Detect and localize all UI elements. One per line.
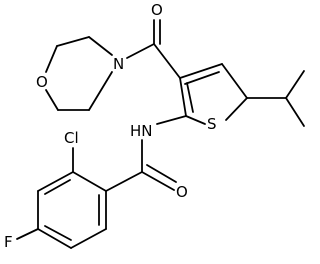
bond-ipr-me2 — [285, 97, 305, 127]
atom-o-morpholine: O — [36, 73, 48, 91]
bond-carbonyl-n — [126, 43, 155, 59]
bond-c2-nh — [156, 115, 187, 125]
bond-carbonyl-c3 — [153, 43, 181, 79]
bond-amidec-ar — [105, 171, 143, 192]
bond-amide-o-1 — [141, 171, 175, 191]
bonds — [16, 19, 305, 249]
bond-ar-c1-c2 — [72, 171, 107, 192]
atom-n-morpholine: N — [113, 55, 124, 73]
bond-morph-c2-o — [45, 45, 58, 73]
bond-morph-c1-c2 — [56, 36, 90, 47]
bond-ar-c5-c6 — [70, 228, 107, 249]
bond-ipr-me1 — [285, 70, 305, 99]
atom-s-thiophene: S — [207, 115, 217, 133]
bond-th-s-c2 — [185, 115, 206, 125]
bond-th-c3-c4-inner — [184, 71, 220, 85]
atom-f: F — [4, 233, 13, 251]
atom-hn-amide: HN — [130, 122, 153, 140]
bond-ar-c2-c3 — [37, 171, 74, 192]
bond-morph-c4-n — [88, 71, 113, 111]
bond-ar-c4-c5-inner — [44, 225, 72, 241]
bond-ar-c4-c5 — [37, 228, 72, 249]
bond-ar-c2-c3-inner — [44, 179, 71, 195]
bond-th-c2-c3-inner — [186, 82, 194, 113]
bond-morph-n-c1 — [88, 36, 113, 56]
bond-th-c4-c5 — [221, 63, 248, 99]
atom-cl: Cl — [64, 129, 79, 147]
bond-ar-f — [16, 228, 39, 240]
bond-morph-o-c3 — [45, 89, 59, 111]
atom-o-amide: O — [176, 183, 188, 201]
structure-diagram: O N O HN S Cl O F — [4, 1, 305, 251]
bond-th-c3-c4 — [179, 63, 223, 79]
atom-o-carbonyl-top: O — [151, 1, 163, 19]
bond-th-c5-s — [225, 97, 248, 121]
atom-labels: O N O HN S Cl O F — [4, 1, 217, 251]
bond-amide-o-2 — [146, 164, 177, 183]
bond-th-c2-c3 — [179, 77, 187, 117]
